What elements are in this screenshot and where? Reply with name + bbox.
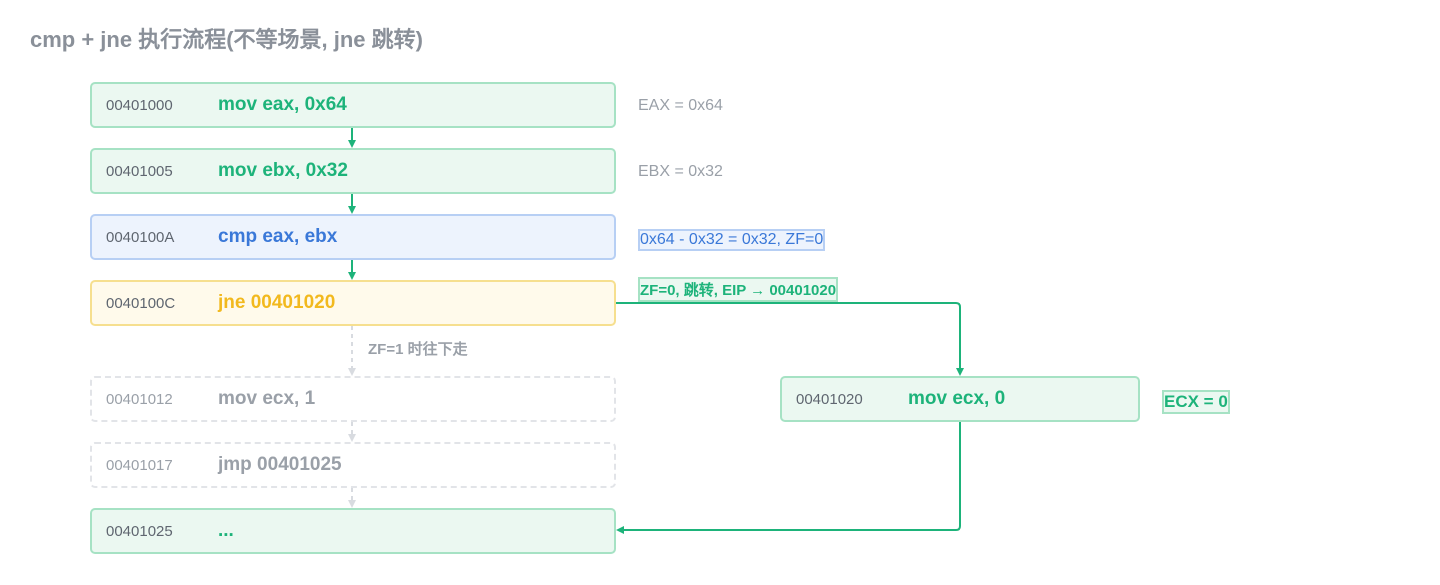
address: 00401025 <box>106 522 173 540</box>
instruction-code: ... <box>218 520 234 541</box>
address: 00401005 <box>106 162 173 180</box>
diagram-title: cmp + jne 执行流程(不等场景, jne 跳转) <box>30 27 423 52</box>
fallthrough-label: ZF=1 时往下走 <box>368 341 468 358</box>
instruction-row-3: 0040100A cmp eax, ebx <box>90 214 616 260</box>
instruction-code: mov eax, 0x64 <box>218 94 347 115</box>
instruction-row-4: 0040100C jne 00401020 <box>90 280 616 326</box>
instruction-code: jne 00401020 <box>218 292 336 313</box>
jump-target-row: 00401020 mov ecx, 0 <box>780 376 1140 422</box>
register-note: ECX = 0 <box>1162 390 1230 414</box>
address: 00401017 <box>106 456 173 474</box>
instruction-code: mov ecx, 1 <box>218 388 316 409</box>
address: 00401020 <box>796 390 863 408</box>
instruction-code: cmp eax, ebx <box>218 226 338 247</box>
instruction-row-1: 00401000 mov eax, 0x64 <box>90 82 616 128</box>
address: 0040100A <box>106 228 175 246</box>
instruction-row-6: 00401017 jmp 00401025 <box>90 442 616 488</box>
instruction-code: jmp 00401025 <box>218 454 342 475</box>
instruction-row-5: 00401012 mov ecx, 1 <box>90 376 616 422</box>
jump-arrow <box>615 302 964 376</box>
return-arrow <box>616 422 961 534</box>
register-note: EAX = 0x64 <box>638 97 723 114</box>
compare-note: 0x64 - 0x32 = 0x32, ZF=0 <box>638 229 826 251</box>
instruction-code: mov ebx, 0x32 <box>218 160 348 181</box>
jump-taken-label: ZF=0, 跳转, EIP → 00401020 <box>638 277 839 302</box>
register-note: EBX = 0x32 <box>638 163 723 180</box>
address: 00401012 <box>106 390 173 408</box>
instruction-code: mov ecx, 0 <box>908 388 1006 409</box>
instruction-row-7: 00401025 ... <box>90 508 616 554</box>
address: 0040100C <box>106 294 176 312</box>
address: 00401000 <box>106 96 173 114</box>
instruction-row-2: 00401005 mov ebx, 0x32 <box>90 148 616 194</box>
